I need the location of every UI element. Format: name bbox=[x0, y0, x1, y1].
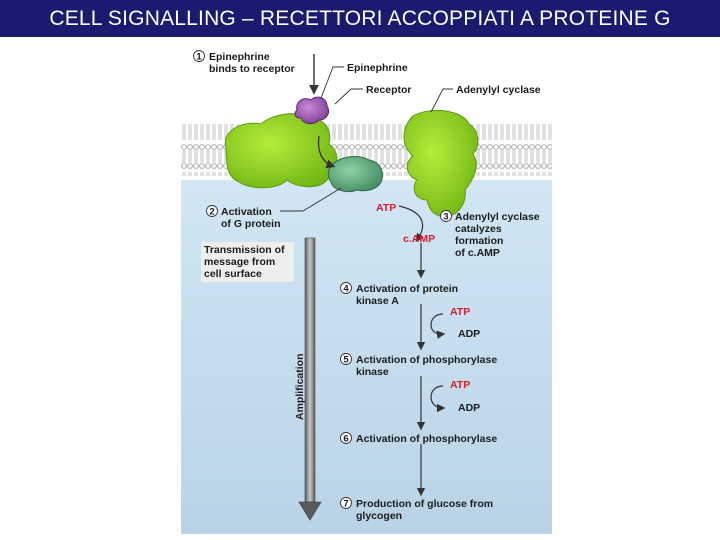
step-2-line-2: of G protein bbox=[221, 218, 281, 230]
diagram-canvas: 1 2 3 4 5 6 7 Epinephrine binds to recep… bbox=[181, 40, 552, 534]
gpcr-signalling-figure: 1 2 3 4 5 6 7 Epinephrine binds to recep… bbox=[181, 40, 552, 534]
transmission-line-1: Transmission of bbox=[204, 244, 285, 256]
receptor-label: Receptor bbox=[366, 84, 412, 96]
cytoplasm-region bbox=[181, 180, 552, 534]
step-badge-2: 2 bbox=[206, 205, 218, 218]
epinephrine-label: Epinephrine bbox=[347, 62, 408, 74]
label-leaders bbox=[280, 66, 453, 212]
atp-label-1: ATP bbox=[450, 306, 470, 318]
svg-text:1: 1 bbox=[196, 52, 202, 63]
transmission-line-2: message from bbox=[204, 256, 275, 268]
step-badge-7: 7 bbox=[340, 497, 352, 510]
step-badge-1: 1 bbox=[193, 50, 205, 63]
step-badge-3: 3 bbox=[440, 210, 452, 223]
step-3-line-4: of c.AMP bbox=[455, 247, 500, 259]
step-3-line-3: formation bbox=[455, 235, 503, 247]
svg-text:3: 3 bbox=[443, 212, 448, 223]
step-5-line-2: kinase bbox=[356, 366, 389, 378]
svg-text:6: 6 bbox=[343, 434, 348, 445]
receptor-to-g-protein-arrow bbox=[317, 135, 336, 169]
atp-top-label: ATP bbox=[376, 202, 396, 214]
step-3-line-2: catalyzes bbox=[455, 223, 502, 235]
receptor-protein bbox=[224, 113, 338, 189]
cascade-arrows bbox=[398, 205, 446, 497]
step-7-line-1: Production of glucose from bbox=[356, 498, 493, 510]
svg-text:2: 2 bbox=[209, 207, 214, 218]
epinephrine-molecule bbox=[294, 96, 330, 125]
step-1-line-1: Epinephrine bbox=[209, 51, 270, 63]
step-badge-4: 4 bbox=[340, 282, 352, 295]
step-3-line-1: Adenylyl cyclase bbox=[455, 211, 540, 223]
g-protein bbox=[327, 156, 383, 193]
amplification-arrow bbox=[298, 237, 322, 521]
step-6-line-1: Activation of phosphorylase bbox=[356, 433, 497, 445]
adenylyl-cyclase-label: Adenylyl cyclase bbox=[456, 84, 541, 96]
step-4-line-1: Activation of protein bbox=[356, 283, 458, 295]
transmission-line-3: cell surface bbox=[204, 268, 262, 280]
amplification-label: Amplification bbox=[294, 353, 306, 420]
svg-text:7: 7 bbox=[343, 499, 348, 510]
transmission-box bbox=[201, 242, 294, 282]
step-4-line-2: kinase A bbox=[356, 295, 399, 307]
atp-label-2: ATP bbox=[450, 379, 470, 391]
step-2-line-1: Activation bbox=[221, 206, 272, 218]
step-7-line-2: glycogen bbox=[356, 510, 402, 522]
step-badge-5: 5 bbox=[340, 353, 352, 366]
step-1-line-2: binds to receptor bbox=[209, 63, 295, 75]
adp-label-1: ADP bbox=[458, 328, 480, 340]
step-5-line-1: Activation of phosphorylase bbox=[356, 354, 497, 366]
step-badge-6: 6 bbox=[340, 432, 352, 445]
adp-label-2: ADP bbox=[458, 402, 480, 414]
slide-title: CELL SIGNALLING – RECETTORI ACCOPPIATI A… bbox=[0, 0, 720, 37]
svg-text:5: 5 bbox=[343, 355, 349, 366]
camp-label: c.AMP bbox=[403, 233, 435, 245]
svg-text:4: 4 bbox=[343, 284, 349, 295]
